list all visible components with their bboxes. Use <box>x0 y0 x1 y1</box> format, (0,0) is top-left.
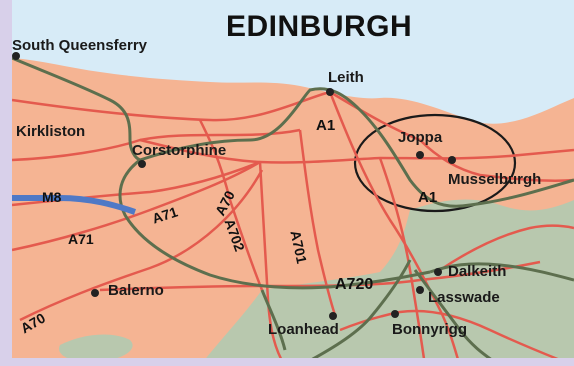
place-label-lasswade: Lasswade <box>428 289 500 306</box>
map-title: EDINBURGH <box>226 10 413 43</box>
place-label-loanhead: Loanhead <box>268 321 339 338</box>
road-label-a1-north: A1 <box>316 117 336 134</box>
road-label-a1-east: A1 <box>418 189 438 206</box>
place-label-corstorphine: Corstorphine <box>132 142 227 159</box>
left-frame-strip <box>0 0 12 366</box>
place-label-joppa: Joppa <box>398 129 443 146</box>
place-label-balerno: Balerno <box>108 282 164 299</box>
settlement-dots <box>12 52 456 320</box>
place-label-bonnyrigg: Bonnyrigg <box>392 321 467 338</box>
place-label-musselburgh: Musselburgh <box>448 171 542 188</box>
place-label-kirkliston: Kirkliston <box>16 123 86 140</box>
road-label-m8: M8 <box>42 189 62 205</box>
place-label-south-queensferry: South Queensferry <box>12 37 148 54</box>
road-label-a720: A720 <box>335 276 374 293</box>
place-label-leith: Leith <box>328 69 364 86</box>
major-roads <box>11 56 574 366</box>
green-patch <box>59 334 133 362</box>
highlight-circle <box>353 113 517 213</box>
bottom-frame-strip <box>0 358 574 366</box>
motorway-m8 <box>12 195 136 215</box>
road-label-a71-west: A71 <box>68 231 94 247</box>
minor-roads <box>11 90 574 366</box>
place-label-dalkeith: Dalkeith <box>448 263 507 280</box>
